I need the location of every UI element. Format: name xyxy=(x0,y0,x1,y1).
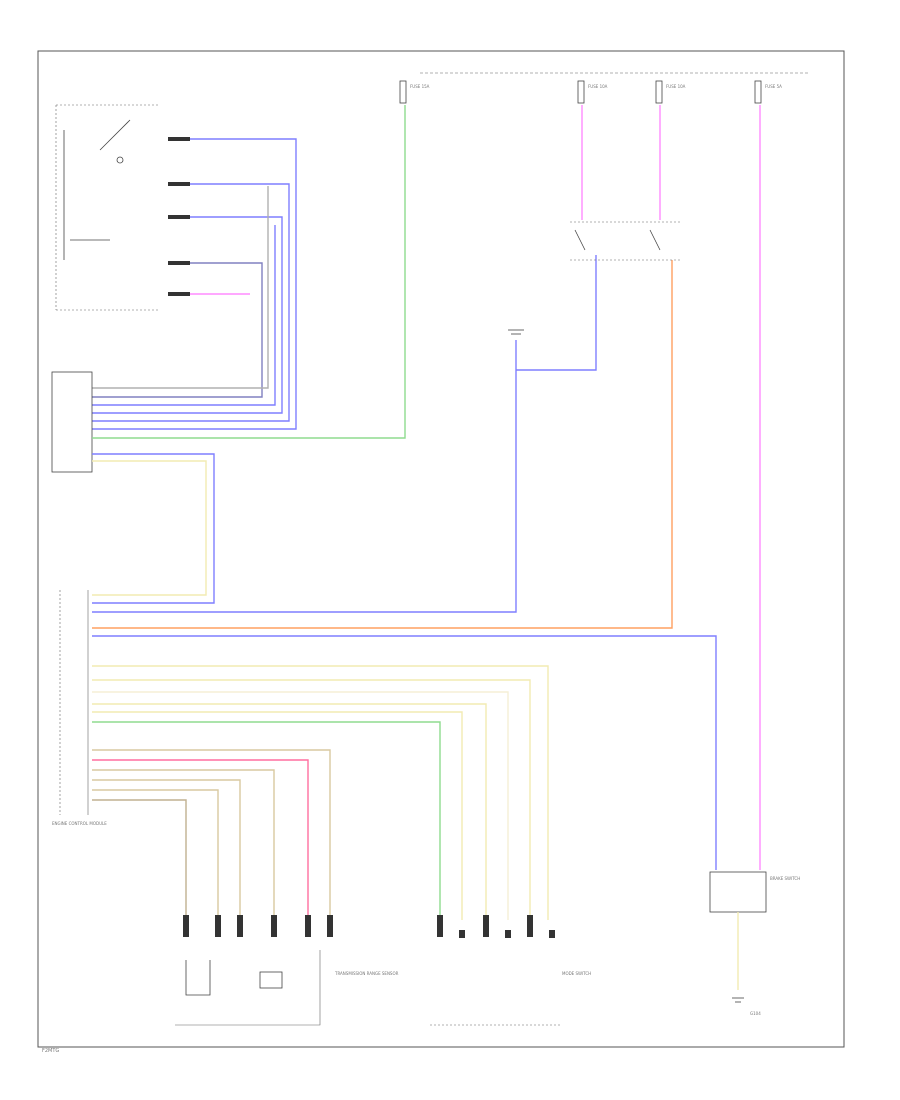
fuse-1 xyxy=(399,80,407,104)
connector-pin xyxy=(168,182,190,186)
fuse-label-2: FUSE 10A xyxy=(588,84,608,89)
wire-olive-4 xyxy=(92,789,219,920)
wire-olive-3 xyxy=(92,779,241,920)
wire-blue-3 xyxy=(92,216,283,414)
ground-label: G104 xyxy=(750,1011,761,1016)
switch-contact-icon xyxy=(116,156,124,164)
wire-olive-5 xyxy=(92,799,187,920)
connector-pin xyxy=(168,261,190,265)
ground-symbol-icon xyxy=(508,329,524,335)
wire-blue-2 xyxy=(92,183,290,422)
fuse-label-1: FUSE 15A xyxy=(410,84,430,89)
connector-pin xyxy=(168,215,190,219)
footer-code: F2MTG xyxy=(42,1048,59,1054)
right-module: BRAKE SWITCH G104 xyxy=(709,871,800,1016)
connector-pin xyxy=(168,137,190,141)
switch-connectors xyxy=(168,137,190,296)
wire-blue-1 xyxy=(92,138,297,430)
connector-pin xyxy=(168,292,190,296)
tcm-connector-box xyxy=(51,371,93,473)
wire-yellow-c xyxy=(92,703,487,920)
wire-blue-loop xyxy=(92,453,215,604)
wire-blue-right xyxy=(92,635,717,870)
transmission-range-label: TRANSMISSION RANGE SENSOR xyxy=(334,971,399,976)
wire-olive-1 xyxy=(92,749,331,920)
sensor-icon xyxy=(259,971,283,989)
wire-red xyxy=(92,759,309,920)
engine-control-module: ENGINE CONTROL MODULE xyxy=(52,590,107,826)
bottom-connectors-mid: MODE SWITCH xyxy=(430,915,591,1026)
wire-orange xyxy=(92,260,673,629)
mode-switch-label: MODE SWITCH xyxy=(562,971,591,976)
fuse-group: FUSE 15A FUSE 10A FUSE 10A FUSE 5A xyxy=(399,80,782,104)
wire-blue-4 xyxy=(92,262,263,398)
wire-yellow-d xyxy=(92,711,463,920)
selector-switch-box xyxy=(55,104,160,311)
wire-blue-long xyxy=(92,340,517,613)
wire-green-low xyxy=(92,721,441,920)
wire-blue-5 xyxy=(92,225,276,406)
wire-yellow-b xyxy=(92,679,531,920)
brake-switch-box xyxy=(709,871,767,913)
wire-green xyxy=(92,105,406,439)
wire-blue-up xyxy=(516,255,597,371)
wire-yellow-a xyxy=(92,665,549,920)
diagram-frame xyxy=(37,50,845,1048)
fuse-2 xyxy=(577,80,585,104)
brake-switch-label: BRAKE SWITCH xyxy=(770,876,800,881)
fuse-3 xyxy=(655,80,663,104)
wire-gray xyxy=(92,186,269,389)
bottom-connectors-left: TRANSMISSION RANGE SENSOR xyxy=(175,915,399,1026)
module-label: ENGINE CONTROL MODULE xyxy=(52,821,107,826)
wire-yellow-loop xyxy=(92,460,207,596)
fuse-4 xyxy=(754,80,762,104)
relay-box xyxy=(570,221,680,261)
wire-olive-2 xyxy=(92,769,275,920)
fuse-label-3: FUSE 10A xyxy=(666,84,686,89)
wire-cream xyxy=(92,691,509,920)
fuse-label-4: FUSE 5A xyxy=(765,84,782,89)
